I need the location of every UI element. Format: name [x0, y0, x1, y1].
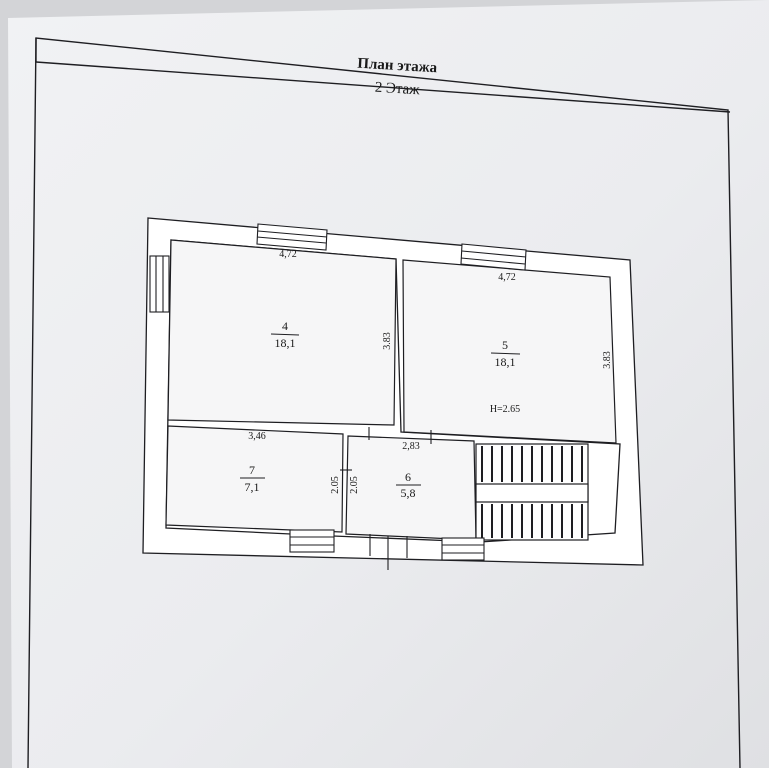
room-5-number: 5: [502, 338, 508, 352]
dim-room6-width: 2,83: [402, 441, 420, 452]
room-4-outline: [167, 239, 397, 426]
windows: [149, 223, 527, 561]
room-6-number: 6: [405, 470, 411, 484]
room-4-divider: [270, 333, 300, 336]
room-5-area: 18,1: [495, 355, 516, 369]
window-bottom-left: [289, 529, 335, 553]
room-7-outline: [165, 425, 344, 533]
staircase-landing: [475, 483, 589, 503]
room-5-outline: [402, 259, 617, 444]
title-frame: [27, 37, 741, 768]
room-7-area: 7,1: [245, 480, 260, 494]
inner-wall: [165, 239, 621, 543]
room-4-area: 18,1: [275, 336, 296, 350]
staircase-lower-steps: [481, 504, 583, 538]
room-6-area: 5,8: [401, 486, 416, 500]
room-7[interactable]: 7 7,1: [165, 425, 344, 533]
window-left: [149, 255, 170, 313]
floor-label: 2 Этаж: [374, 80, 420, 99]
window-top-left: [256, 223, 328, 251]
staircase-upper-steps: [481, 446, 583, 482]
dim-room4-height: 3.83: [382, 332, 393, 350]
ceiling-height: H=2.65: [490, 404, 520, 415]
room-5[interactable]: 5 18,1: [402, 259, 617, 444]
dim-room7-width: 3,46: [248, 431, 266, 442]
dim-room6-height: 2.05: [349, 476, 360, 494]
dimension-labels: 4,72 3.83 4,72 3.83 H=2.65 3,46 2,83 2.0…: [248, 249, 613, 494]
room-5-divider: [490, 352, 521, 355]
window-top-right: [460, 243, 527, 271]
dim-room5-height: 3.83: [602, 351, 613, 369]
room-4-number: 4: [282, 319, 288, 333]
window-bottom-right: [441, 537, 485, 561]
plan-title: План этажа: [357, 56, 438, 77]
dim-room5-width: 4,72: [498, 272, 516, 283]
room-4[interactable]: 4 18,1: [167, 239, 397, 426]
door-openings: [340, 427, 432, 570]
dim-room7-height: 2.05: [330, 476, 341, 494]
dim-room4-width: 4,72: [279, 249, 297, 260]
room-7-number: 7: [249, 463, 255, 477]
staircase: [475, 443, 589, 541]
